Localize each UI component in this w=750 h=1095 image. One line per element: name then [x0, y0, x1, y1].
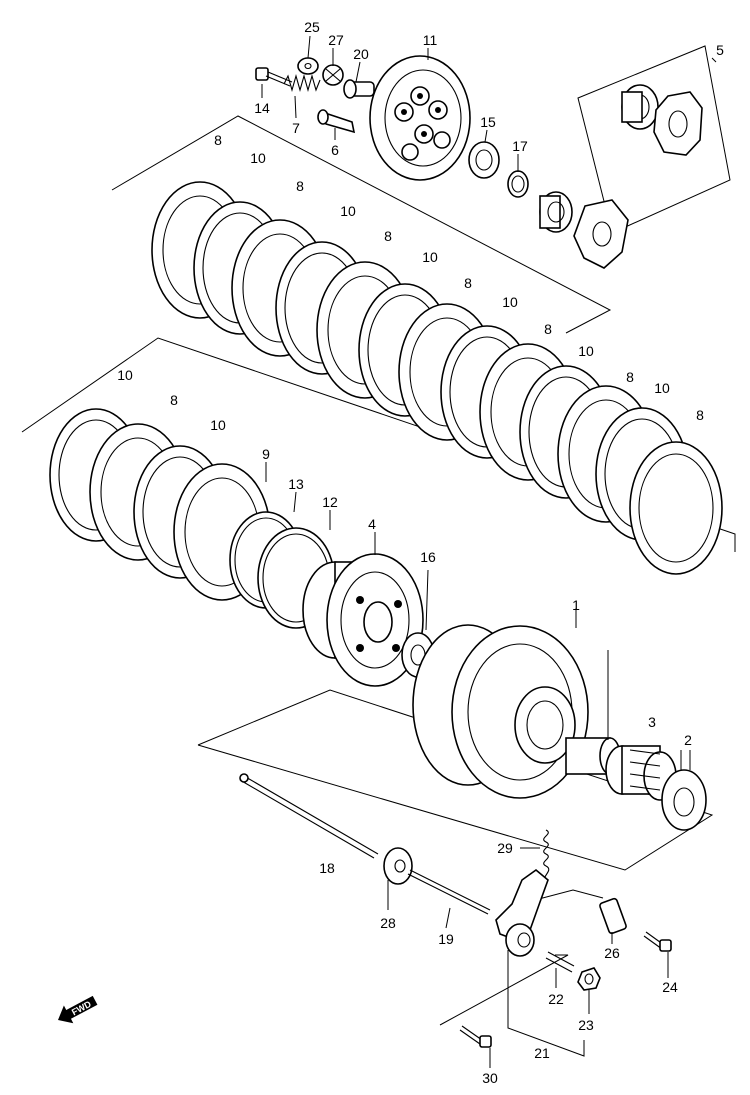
label-driven-plate: 10 — [422, 249, 438, 265]
label-part-1: 1 — [572, 597, 580, 613]
upper-clutch-plate-stack — [151, 181, 723, 575]
part-22-screw — [545, 951, 575, 973]
label-part-24: 24 — [662, 979, 678, 995]
forward-direction-arrow-icon: FWD — [58, 995, 98, 1024]
part-19-push-rod — [407, 869, 491, 915]
part-4-clutch-sleeve-hub — [302, 553, 424, 687]
label-part-2: 2 — [684, 732, 692, 748]
part-29-spring — [543, 829, 550, 883]
label-part-18: 18 — [319, 860, 335, 876]
label-part-21: 21 — [534, 1045, 550, 1061]
label-part-23: 23 — [578, 1017, 594, 1033]
part-1-primary-driven-gear-assembly — [412, 624, 621, 799]
lower-clutch-plate-stack — [49, 408, 335, 629]
label-part-29: 29 — [497, 840, 513, 856]
part-15-nut — [468, 141, 500, 179]
part-26-dowel — [599, 897, 627, 935]
label-part-3: 3 — [648, 714, 656, 730]
label-part-22: 22 — [548, 991, 564, 1007]
label-drive-plate: 8 — [214, 132, 222, 148]
part-14-bolt — [255, 67, 293, 87]
part-17-washer — [507, 170, 529, 198]
label-part-17: 17 — [512, 138, 528, 154]
label-part-4: 4 — [368, 516, 376, 532]
label-drive-plate: 8 — [544, 321, 552, 337]
label-part-20: 20 — [353, 46, 369, 62]
part-labels: 25 27 20 11 5 14 7 6 15 17 8 10 8 10 8 1… — [117, 19, 724, 1086]
group-outlines — [21, 45, 736, 1026]
label-driven-plate: 10 — [340, 203, 356, 219]
label-part-25: 25 — [304, 19, 320, 35]
label-drive-plate: 8 — [696, 407, 704, 423]
part-damper-in-row — [539, 191, 629, 269]
label-drive-plate: 8 — [170, 392, 178, 408]
part-18-push-rod — [239, 773, 379, 859]
label-driven-plate: 10 — [117, 367, 133, 383]
label-part-9: 9 — [262, 446, 270, 462]
part-28-oil-seal — [383, 847, 413, 885]
label-driven-plate: 10 — [210, 417, 226, 433]
label-drive-plate: 8 — [384, 228, 392, 244]
part-23-nut — [577, 967, 601, 991]
part-6-lifter-pin — [317, 109, 356, 134]
label-part-6: 6 — [331, 142, 339, 158]
label-part-5: 5 — [716, 42, 724, 58]
label-part-15: 15 — [480, 114, 496, 130]
part-5-damper-assembly — [621, 84, 703, 156]
label-driven-plate: 10 — [578, 343, 594, 359]
label-part-19: 19 — [438, 931, 454, 947]
label-part-30: 30 — [482, 1070, 498, 1086]
label-drive-plate: 8 — [296, 178, 304, 194]
label-part-16: 16 — [420, 549, 436, 565]
label-part-27: 27 — [328, 32, 344, 48]
label-part-11: 11 — [423, 32, 438, 48]
part-21-release-arm-assembly — [495, 868, 549, 957]
part-7-spring — [283, 73, 321, 93]
label-drive-plate: 8 — [464, 275, 472, 291]
part-24-bolt — [643, 931, 672, 952]
label-driven-plate: 10 — [654, 380, 670, 396]
label-part-13: 13 — [288, 476, 304, 492]
label-part-14: 14 — [254, 100, 270, 116]
part-30-bolt — [459, 1025, 492, 1048]
part-27-bearing — [322, 64, 344, 86]
label-drive-plate: 8 — [626, 369, 634, 385]
label-part-7: 7 — [292, 120, 300, 136]
part-11-pressure-plate — [369, 55, 471, 181]
label-driven-plate: 10 — [250, 150, 266, 166]
part-20-lifter — [343, 79, 375, 99]
label-part-12: 12 — [322, 494, 338, 510]
leader-lines — [261, 35, 717, 1068]
label-part-26: 26 — [604, 945, 620, 961]
part-25-washer — [297, 57, 319, 75]
part-2-thrust-washer — [661, 769, 707, 831]
label-driven-plate: 10 — [502, 294, 518, 310]
label-part-28: 28 — [380, 915, 396, 931]
